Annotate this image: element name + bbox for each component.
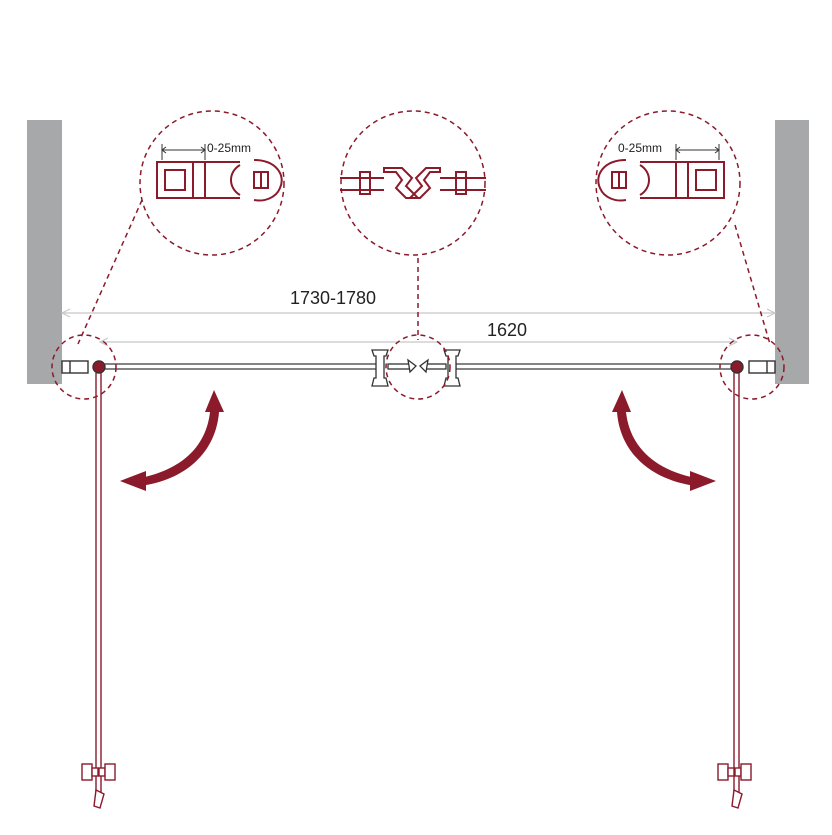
right-adjust-dimension bbox=[675, 144, 720, 160]
left-wall-profile bbox=[61, 360, 89, 374]
right-hinge-pivot bbox=[730, 360, 744, 374]
left-adjust-dimension bbox=[161, 144, 206, 160]
glass-panels bbox=[99, 363, 737, 370]
left-swing-arrow bbox=[120, 390, 224, 491]
left-detail-profile bbox=[156, 159, 283, 202]
right-wall-profile bbox=[748, 360, 776, 374]
detail-circles bbox=[139, 110, 741, 256]
callout-circles bbox=[51, 334, 785, 400]
inner-dimension-line bbox=[98, 337, 739, 347]
right-swing-arrow bbox=[612, 390, 716, 491]
detail-leader-lines bbox=[77, 199, 771, 345]
inner-dimension-label: 1620 bbox=[487, 320, 527, 340]
right-open-door bbox=[733, 373, 740, 800]
center-magnet-seal bbox=[387, 358, 447, 374]
right-detail-profile bbox=[597, 159, 725, 202]
left-hinge-pivot bbox=[92, 360, 106, 374]
overall-dimension-label: 1730-1780 bbox=[290, 288, 376, 308]
center-detail-seal bbox=[340, 167, 486, 199]
left-wall bbox=[27, 120, 62, 384]
left-open-door bbox=[95, 373, 102, 800]
center-left-handle bbox=[371, 349, 389, 387]
right-wall bbox=[775, 120, 809, 384]
left-door-handle bbox=[81, 763, 116, 809]
left-adjust-label: 0-25mm bbox=[207, 141, 251, 155]
right-door-handle bbox=[717, 763, 752, 809]
right-adjust-label: 0-25mm bbox=[618, 141, 662, 155]
